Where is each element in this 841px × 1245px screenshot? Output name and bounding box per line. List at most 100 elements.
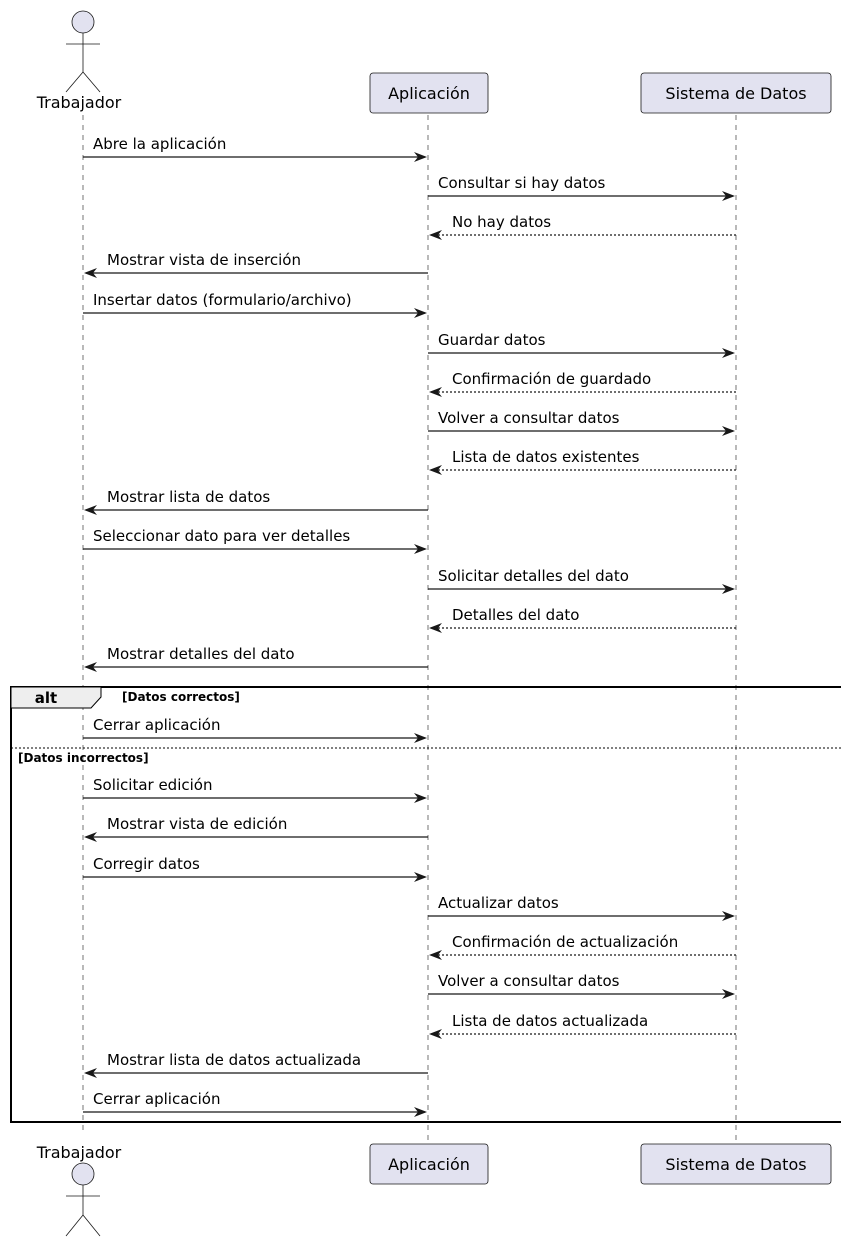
arrowhead [722,584,735,594]
actor-head [71,10,95,34]
actor-right-leg [82,1214,101,1237]
arrowhead [429,465,442,475]
alt-guard-incorrect: [Datos incorrectos] [18,751,149,765]
message: Lista de datos actualizada [429,1012,736,1039]
alt-guard-correct: [Datos correctos] [122,690,240,704]
arrowhead [84,505,97,515]
message-label: Mostrar lista de datos actualizada [107,1051,361,1069]
arrowhead [429,387,442,397]
alt-frame: alt [Datos correctos] [Datos incorrectos… [10,686,841,1123]
message: Cerrar aplicación [83,716,427,743]
message-label: Detalles del dato [452,606,579,624]
message-label: Mostrar detalles del dato [107,645,295,663]
message: Detalles del dato [429,606,736,633]
arrowhead [414,793,427,803]
arrowhead [722,426,735,436]
participant-app-bottom: Aplicación [369,1143,489,1185]
message: Mostrar lista de datos actualizada [84,1051,428,1078]
arrowhead [84,268,97,278]
message-label: Mostrar lista de datos [107,488,270,506]
arrowhead [429,230,442,240]
arrowhead [722,911,735,921]
message-label: Lista de datos existentes [452,448,640,466]
message-label: Volver a consultar datos [438,972,620,990]
alt-keyword: alt [35,689,57,707]
message-label: Lista de datos actualizada [452,1012,648,1030]
participant-data-system-label-top: Sistema de Datos [665,84,806,103]
actor-worker-label-top: Trabajador [36,93,122,112]
message-label: Abre la aplicación [93,135,226,153]
arrowhead [429,1029,442,1039]
message-label: Seleccionar dato para ver detalles [93,527,350,545]
actor-worker-top: Trabajador [36,10,122,112]
message-label: Solicitar detalles del dato [438,567,629,585]
message: Actualizar datos [428,894,735,921]
participant-box [369,1143,489,1185]
participant-data-system-top: Sistema de Datos [640,72,832,114]
message-label: Corregir datos [93,855,200,873]
message: Cerrar aplicación [83,1090,427,1117]
participant-app-label-bottom: Aplicación [388,1155,470,1174]
message: Insertar datos (formulario/archivo) [83,291,427,318]
message-label: Volver a consultar datos [438,409,620,427]
message: Abre la aplicación [83,135,427,162]
message: Lista de datos existentes [429,448,736,475]
actor-left-leg [65,1214,84,1237]
actor-right-leg [82,71,101,93]
message-label: Insertar datos (formulario/archivo) [93,291,352,309]
message: Corregir datos [83,855,427,882]
actor-left-leg [65,71,84,93]
arrowhead [722,989,735,999]
message: Mostrar detalles del dato [84,645,428,672]
arrowhead [414,308,427,318]
message: Confirmación de actualización [429,933,736,960]
message: Volver a consultar datos [428,409,735,436]
participant-data-system-bottom: Sistema de Datos [640,1143,832,1185]
message: Solicitar edición [83,776,427,803]
arrowhead [84,662,97,672]
message-label: Guardar datos [438,331,546,349]
participant-app-label-top: Aplicación [388,84,470,103]
arrowhead [414,733,427,743]
actor-head [71,1162,95,1186]
message: Seleccionar dato para ver detalles [83,527,427,554]
message-label: Mostrar vista de inserción [107,251,301,269]
message: Mostrar vista de edición [84,815,428,842]
message-label: No hay datos [452,213,551,231]
message-label: Cerrar aplicación [93,1090,221,1108]
actor-worker-bottom: Trabajador [36,1143,122,1237]
message: Volver a consultar datos [428,972,735,999]
arrowhead [722,191,735,201]
arrowhead [429,623,442,633]
arrowhead [414,872,427,882]
participant-box [640,1143,832,1185]
message: No hay datos [429,213,736,240]
participant-app-top: Aplicación [369,72,489,114]
message: Mostrar vista de inserción [84,251,428,278]
arrowhead [414,152,427,162]
arrowhead [414,544,427,554]
message: Guardar datos [428,331,735,358]
arrowhead [722,348,735,358]
arrowhead [84,1068,97,1078]
alt-frame-border [10,686,841,1123]
message: Confirmación de guardado [429,370,736,397]
message: Consultar si hay datos [428,174,735,201]
alt-frame-tab [10,686,102,709]
participant-box [640,72,832,114]
message-label: Mostrar vista de edición [107,815,287,833]
message-label: Confirmación de actualización [452,933,678,951]
message-label: Cerrar aplicación [93,716,221,734]
arrowhead [84,832,97,842]
message-label: Actualizar datos [438,894,559,912]
message-label: Solicitar edición [93,776,212,794]
participant-data-system-label-bottom: Sistema de Datos [665,1155,806,1174]
message-label: Confirmación de guardado [452,370,651,388]
arrowhead [414,1107,427,1117]
message: Solicitar detalles del dato [428,567,735,594]
message-label: Consultar si hay datos [438,174,606,192]
arrowhead [429,950,442,960]
message: Mostrar lista de datos [84,488,428,515]
